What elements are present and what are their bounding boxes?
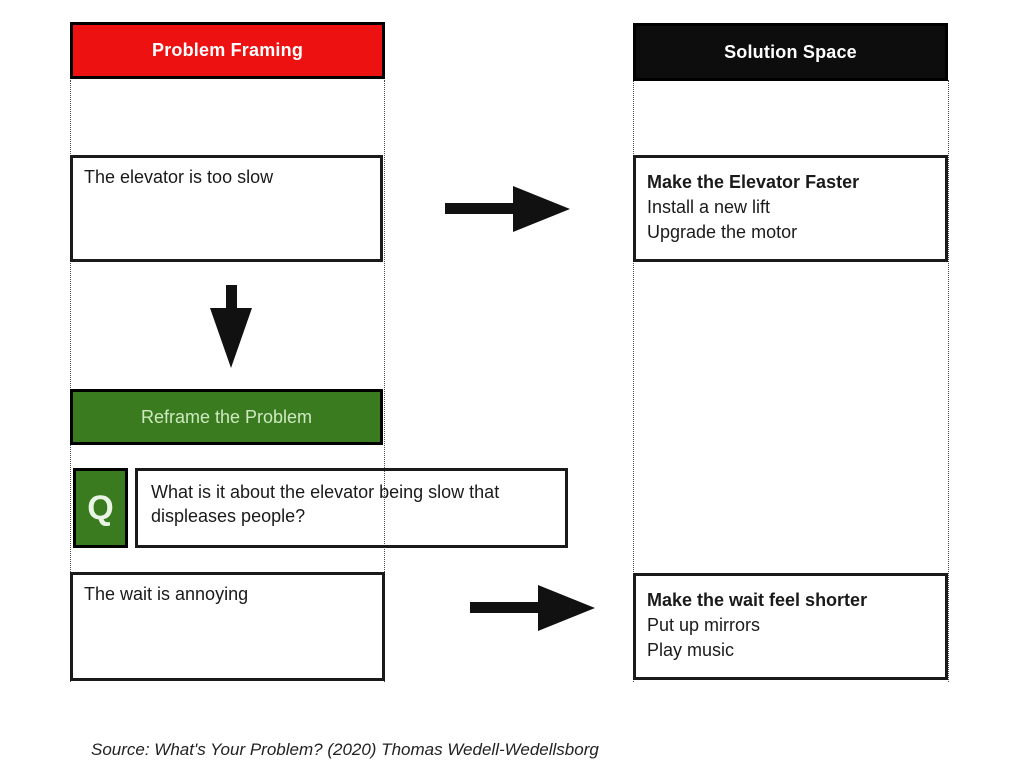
question-text: What is it about the elevator being slow…: [151, 482, 500, 527]
arrow-shaft: [226, 285, 237, 309]
solution-2-item: Play music: [647, 639, 735, 660]
reframe-banner: Reframe the Problem: [70, 389, 383, 445]
right-arrow-icon: [445, 186, 570, 232]
reframe-banner-label: Reframe the Problem: [140, 406, 313, 427]
problem-column-guide-left: [70, 80, 71, 682]
solution-box-1: Make the Elevator Faster Install a new l…: [633, 155, 948, 262]
problem-statement-box-2: The wait is annoying: [70, 572, 385, 681]
solution-1-item: Upgrade the motor: [647, 221, 798, 242]
arrow-shaft: [445, 203, 515, 214]
arrow-head: [210, 308, 252, 368]
arrow-head: [513, 186, 570, 232]
solution-space-header-label: Solution Space: [724, 41, 857, 62]
source-caption: Source: What's Your Problem? (2020) Thom…: [91, 740, 599, 759]
problem-statement-1-text: The elevator is too slow: [84, 167, 274, 187]
solution-2-title: Make the wait feel shorter: [647, 590, 868, 610]
question-badge: Q: [73, 468, 128, 548]
solution-column-guide-left: [633, 80, 634, 682]
solution-column-guide-right: [948, 80, 949, 682]
problem-framing-header-label: Problem Framing: [151, 40, 304, 60]
solution-space-header: Solution Space: [633, 23, 948, 81]
question-box: What is it about the elevator being slow…: [135, 468, 568, 548]
problem-column-guide-right: [384, 80, 385, 682]
solution-1-title: Make the Elevator Faster: [647, 172, 860, 192]
problem-statement-box-1: The elevator is too slow: [70, 155, 383, 262]
arrow-head: [538, 585, 595, 631]
right-arrow-icon: [470, 585, 597, 631]
solution-1-item: Install a new lift: [647, 196, 771, 217]
question-badge-label: Q: [87, 488, 114, 527]
solution-box-2: Make the wait feel shorter Put up mirror…: [633, 573, 948, 680]
down-arrow-icon: [210, 285, 253, 368]
solution-2-item: Put up mirrors: [647, 614, 761, 635]
problem-framing-header: Problem Framing: [70, 22, 385, 79]
arrow-shaft: [470, 602, 540, 613]
problem-statement-2-text: The wait is annoying: [84, 584, 249, 604]
